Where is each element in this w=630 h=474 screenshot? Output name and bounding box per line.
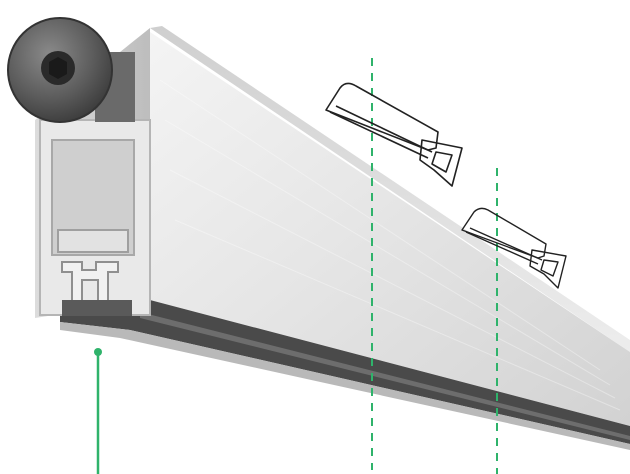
inner-channel-floor — [57, 229, 129, 253]
seal-base — [62, 300, 132, 316]
profile-underside — [60, 322, 630, 450]
profile-top-face — [150, 26, 630, 352]
adjust-screw-icon — [7, 17, 135, 123]
hacksaw-icon — [461, 207, 567, 289]
hex-socket-icon — [49, 57, 67, 79]
aluminium-profile — [60, 26, 630, 450]
seal-highlight — [140, 312, 630, 440]
brushed-texture — [159, 79, 621, 411]
profile-side-face — [150, 32, 630, 426]
hacksaw-icon — [325, 82, 463, 187]
rubber-seal-strip — [60, 300, 630, 444]
seal-callout — [94, 348, 102, 474]
screw-head-rim — [7, 17, 113, 123]
